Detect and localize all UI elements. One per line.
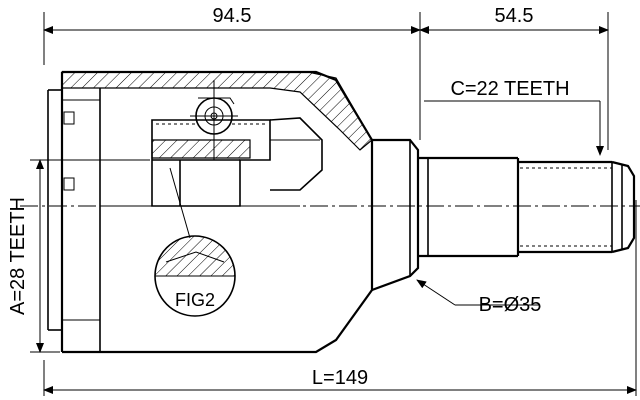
spline-a-label: A=28 TEETH [7, 197, 29, 315]
extension-lines [30, 12, 637, 396]
inner-joint [151, 80, 323, 207]
shaft [371, 138, 636, 292]
outer-housing [47, 70, 374, 354]
diameter-b-label: B=Ø35 [479, 294, 542, 316]
dimension-labels: 94.5 54.5 L=149 C=22 TEETH B=Ø35 A=28 TE… [7, 5, 570, 389]
inner-length-label: 94.5 [213, 5, 252, 27]
fig2-detail: FIG2 [154, 167, 236, 317]
dimension-lines [36, 26, 637, 394]
spline-c-label: C=22 TEETH [450, 78, 569, 100]
total-length-label: L=149 [312, 367, 368, 389]
fig2-label: FIG2 [175, 290, 215, 310]
outer-length-label: 54.5 [495, 5, 534, 27]
